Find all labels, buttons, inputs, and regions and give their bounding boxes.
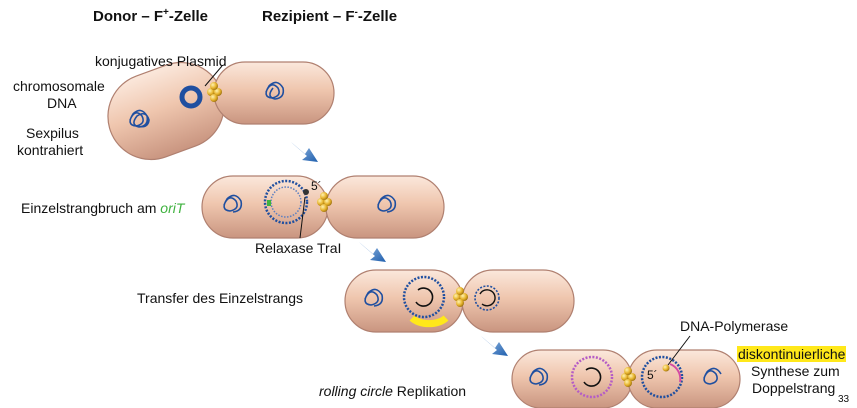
- donor-header-text: Donor – F: [93, 8, 163, 25]
- rolling-circle-rest: Replikation: [392, 383, 467, 399]
- annotation-line-relaxase: [299, 196, 306, 239]
- discontinuous-label: diskontinuierliche: [737, 346, 847, 363]
- step-arrow-1: [291, 142, 318, 162]
- row3-donor-chromosome-icon: [364, 288, 384, 307]
- donor-header-sup: +: [163, 7, 169, 18]
- step-arrow-3: [481, 336, 508, 356]
- row1-junction: [207, 82, 222, 102]
- row2-recipient-chromosome-icon: [377, 194, 397, 213]
- nick-label: Einzelstrangbruch am oriT: [21, 200, 184, 217]
- five-prime-label-row2: 5´: [311, 179, 322, 193]
- annotation-line-polymerase: [667, 335, 691, 366]
- row4-donor-chromosome-icon: [529, 367, 549, 386]
- recipient-header-suffix: -Zelle: [357, 8, 398, 25]
- chromosome-label-line1: chromosomale: [13, 78, 105, 94]
- row1-recipient-cell: [213, 61, 335, 125]
- row4-recipient-cell: [627, 349, 741, 408]
- discontinuous-highlight: diskontinuierliche: [737, 346, 847, 362]
- sexpilus-label-line1: Sexpilus: [26, 125, 79, 141]
- rolling-circle-italic: rolling circle: [319, 383, 393, 399]
- relaxase-dot: [303, 189, 309, 195]
- row2-donor-cell: [201, 175, 329, 239]
- row4-donor-plasmid-icon: [570, 355, 614, 399]
- page-number: 33: [838, 394, 850, 405]
- plasmid-label: konjugatives Plasmid: [95, 53, 227, 69]
- synthesis-label-line1: Synthese zum: [751, 363, 840, 379]
- row3-donor-cell: [344, 269, 464, 333]
- donor-header: Donor – F+-Zelle: [93, 7, 208, 25]
- recipient-header-text: Rezipient – F: [262, 8, 355, 25]
- relaxase-label: Relaxase TraI: [255, 240, 342, 256]
- row2-junction: [317, 192, 332, 212]
- chromosome-label-line2: DNA: [47, 95, 77, 111]
- row2-recipient-cell: [325, 175, 445, 239]
- transfer-label: Transfer des Einzelstrangs: [137, 290, 303, 306]
- recipient-chromosome-dna-icon: [265, 81, 285, 100]
- row4-junction: [621, 367, 636, 387]
- plasmid-icon: [179, 85, 203, 109]
- row3-recipient-cell: [461, 269, 575, 333]
- synthesis-label-line2: Doppelstrang: [752, 380, 836, 396]
- row4-recipient-chromosome-icon: [703, 367, 722, 385]
- chromosome-dna-icon: [129, 109, 150, 128]
- row3-plasmid-icon: [402, 275, 446, 319]
- row4-recipient-plasmid-icon: [640, 355, 684, 399]
- orit-label: oriT: [160, 200, 185, 216]
- row2-donor-chromosome-icon: [223, 194, 243, 213]
- row3-recipient-strand: [474, 285, 500, 311]
- sexpilus-label-line2: kontrahiert: [17, 142, 84, 158]
- donor-header-suffix: -Zelle: [168, 8, 209, 25]
- row4-donor-cell: [511, 349, 633, 408]
- step-arrow-2: [359, 242, 386, 262]
- annotation-line-plasmid: [204, 65, 223, 87]
- nick-label-text: Einzelstrangbruch am: [21, 200, 161, 216]
- recipient-header-sup: -: [354, 7, 358, 18]
- recipient-header: Rezipient – F--Zelle: [262, 7, 397, 25]
- row3-highlight-arc: [409, 315, 449, 328]
- row2-plasmid-icon: [263, 179, 309, 225]
- rolling-circle-label: rolling circle Replikation: [319, 383, 466, 400]
- five-prime-label-row4: 5´: [647, 368, 658, 382]
- polymerase-dot: [662, 364, 670, 372]
- polymerase-label: DNA-Polymerase: [680, 318, 789, 334]
- row3-junction: [453, 287, 468, 307]
